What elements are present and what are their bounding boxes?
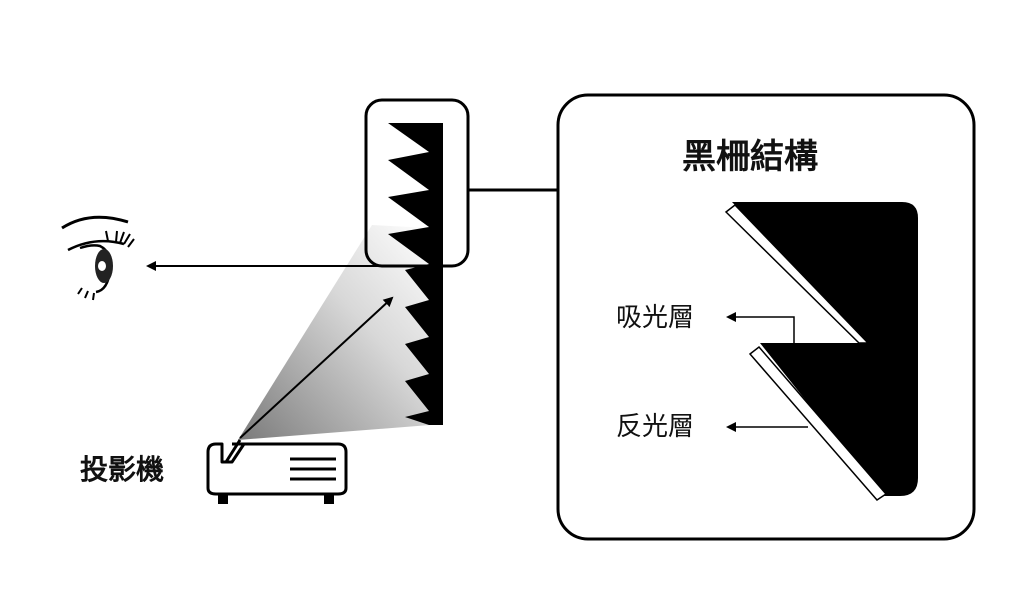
- zoom-highlight-box: [364, 98, 470, 268]
- projector-label: 投影機: [80, 453, 165, 486]
- screen-sawtooth: [388, 123, 429, 425]
- absorb-layer-upper: [732, 202, 918, 343]
- incident-light-arrow: [239, 296, 394, 439]
- absorb-layer-lower: [760, 343, 918, 496]
- black-grating-screen: [388, 123, 443, 425]
- absorb-layer-label: 吸光層: [616, 303, 695, 333]
- absorb-pointer: [726, 312, 795, 345]
- projection-beam: [238, 225, 430, 440]
- projector-icon: [206, 439, 348, 504]
- eye-icon: [61, 215, 135, 301]
- reflect-layer-label: 反光層: [616, 412, 695, 442]
- grating-detail: [724, 202, 918, 501]
- detail-title: 黑柵結構: [682, 137, 818, 177]
